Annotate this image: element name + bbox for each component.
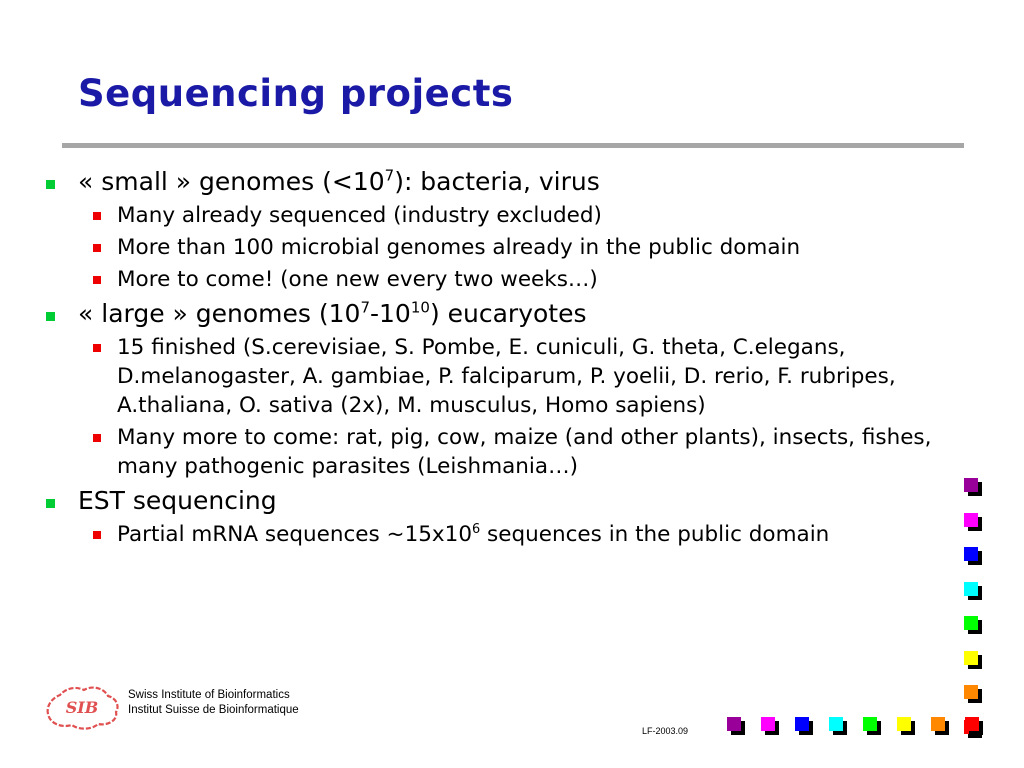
green-bullet-icon xyxy=(46,312,55,321)
bullet-list: « small » genomes (<107): bacteria, viru… xyxy=(40,162,940,549)
decorative-square xyxy=(897,717,911,731)
decorative-square xyxy=(964,581,978,596)
sub-bullet: Many already sequenced (industry exclude… xyxy=(40,201,940,230)
bullet-est-sequencing: EST sequencing xyxy=(40,485,940,517)
decorative-square xyxy=(964,512,978,527)
decorative-square xyxy=(727,717,741,731)
red-bullet-icon xyxy=(93,531,101,539)
sub-bullet: Partial mRNA sequences ~15x106 sequences… xyxy=(40,520,940,549)
bullet-large-genomes: « large » genomes (107-1010) eucaryotes xyxy=(40,298,940,330)
decorative-square xyxy=(964,650,978,665)
green-bullet-icon xyxy=(46,180,55,189)
sub-bullet: More to come! (one new every two weeks…) xyxy=(40,265,940,294)
decorative-square xyxy=(964,547,978,561)
bullet-small-genomes: « small » genomes (<107): bacteria, viru… xyxy=(40,166,940,198)
decorative-square xyxy=(965,717,979,731)
title-divider xyxy=(62,143,964,148)
decorative-square xyxy=(829,717,843,731)
decorative-square xyxy=(761,717,775,731)
sub-bullet: More than 100 microbial genomes already … xyxy=(40,233,940,262)
green-bullet-icon xyxy=(46,499,55,508)
decorative-square xyxy=(964,478,978,492)
red-bullet-icon xyxy=(93,434,101,442)
slide-title: Sequencing projects xyxy=(78,72,514,115)
sub-bullet: Many more to come: rat, pig, cow, maize … xyxy=(40,423,940,481)
sib-logo-icon: SIB xyxy=(46,686,119,730)
footer-code: LF-2003.09 xyxy=(642,726,689,736)
svg-text:SIB: SIB xyxy=(66,698,99,717)
red-bullet-icon xyxy=(93,244,101,252)
sub-bullet: 15 finished (S.cerevisiae, S. Pombe, E. … xyxy=(40,333,940,420)
decorative-square xyxy=(964,685,978,699)
red-bullet-icon xyxy=(93,344,101,352)
decorative-square xyxy=(964,616,978,630)
decorative-square xyxy=(863,717,877,731)
institute-name: Swiss Institute of Bioinformatics Instit… xyxy=(128,689,299,716)
red-bullet-icon xyxy=(93,212,101,220)
decorative-square xyxy=(931,717,945,731)
decorative-square xyxy=(795,717,809,731)
red-bullet-icon xyxy=(93,276,101,284)
